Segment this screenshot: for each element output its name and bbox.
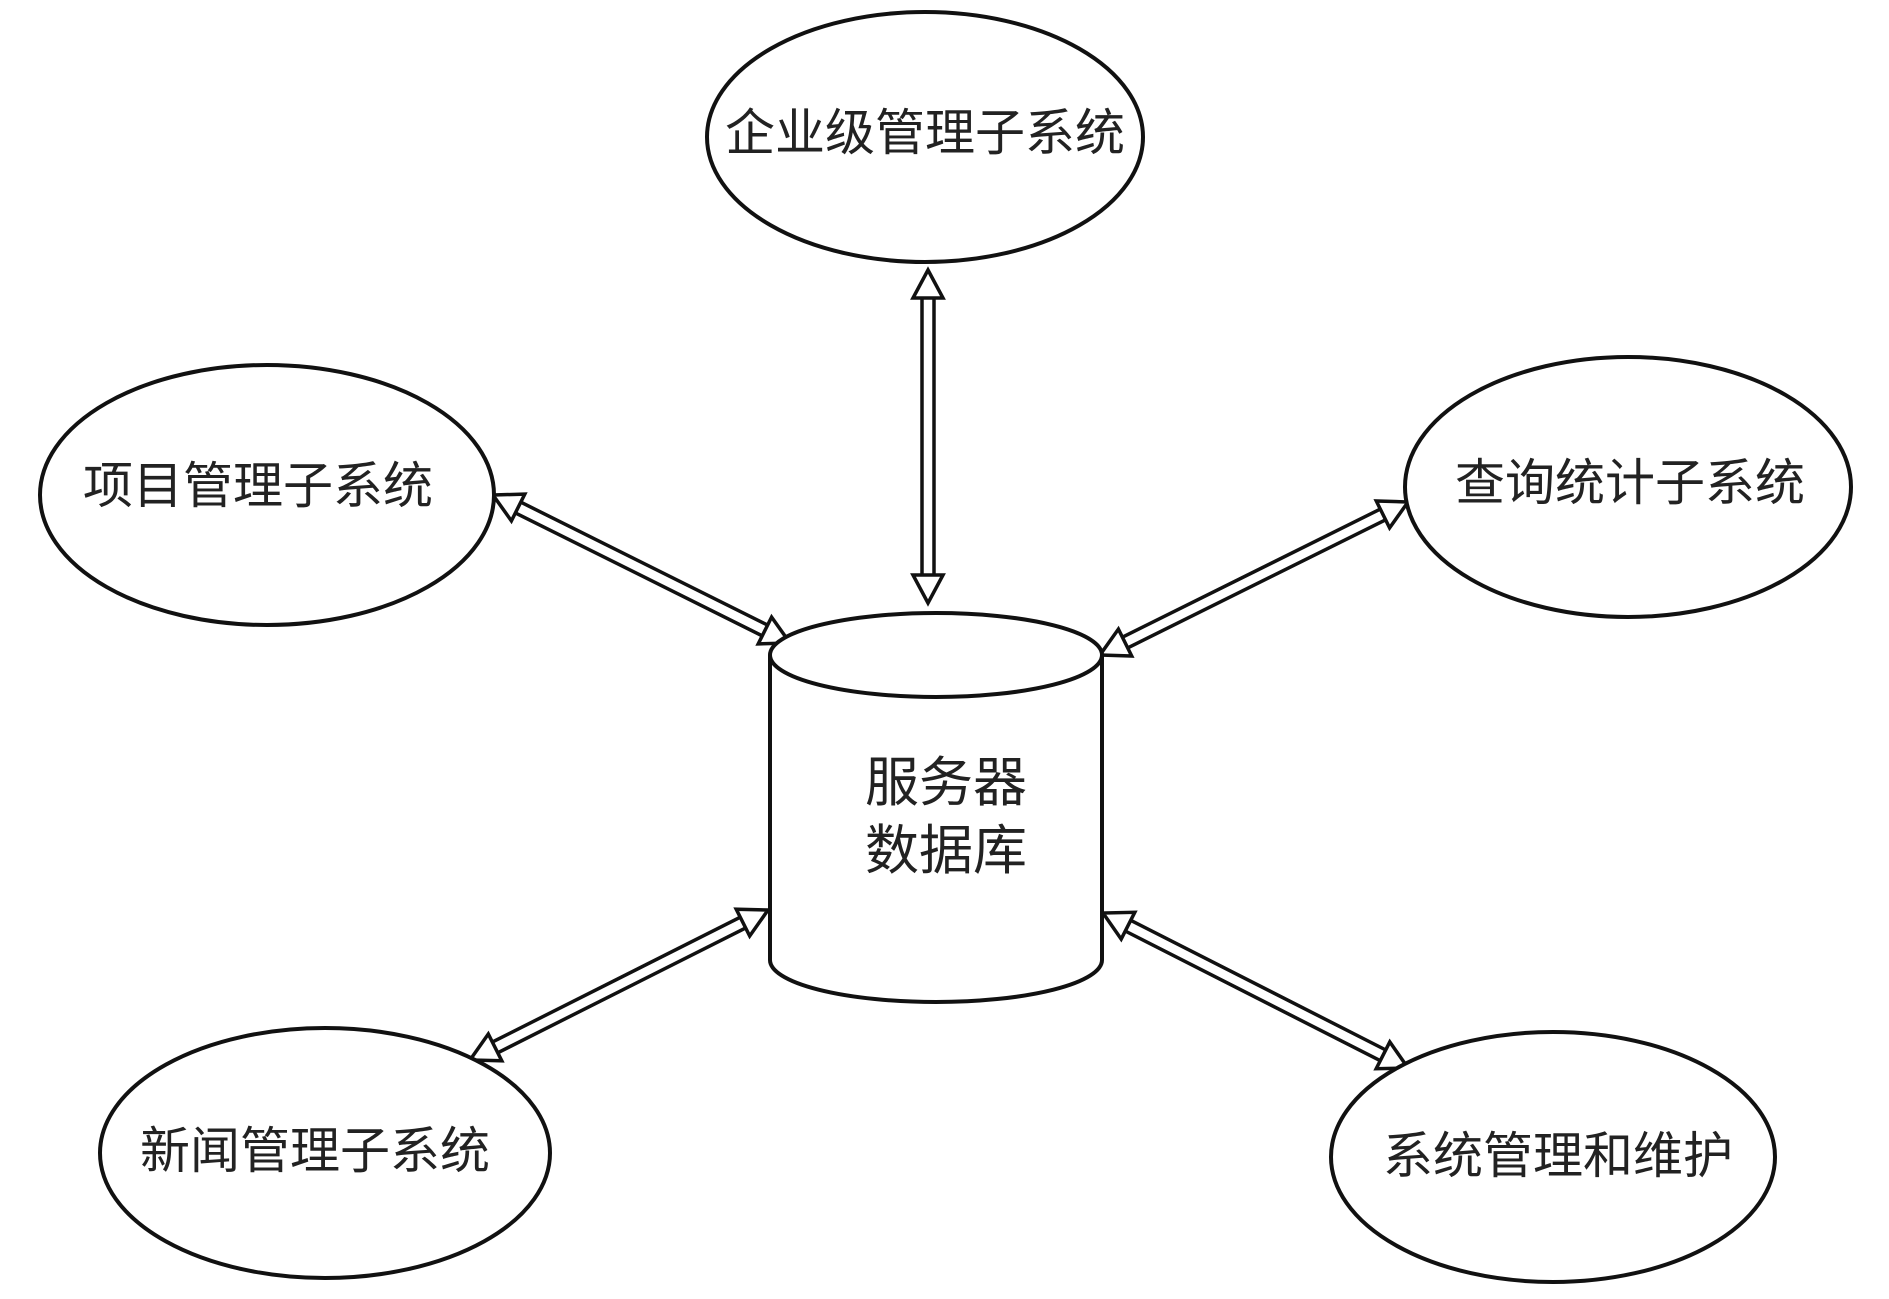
arrow-rail-query-2 [1126, 518, 1387, 650]
node-enterprise-ellipse [705, 10, 1145, 264]
arrowhead-sysmaint-end [1373, 1038, 1412, 1071]
node-project-label: 项目管理子系统 [83, 457, 433, 515]
connection-arrows [466, 266, 1412, 1071]
node-query-ellipse [1403, 355, 1853, 619]
node-sysmaint-subsystem: 系统管理和维护 [1329, 1030, 1777, 1284]
arrow-rail-sysmaint-2 [1124, 929, 1382, 1063]
node-query-label: 查询统计子系统 [1455, 454, 1805, 512]
node-sysmaint-label: 系统管理和维护 [1383, 1127, 1733, 1185]
arrow-rail-news-2 [491, 915, 742, 1044]
node-sysmaint-ellipse [1329, 1030, 1777, 1284]
arrowhead-enterprise-center [910, 573, 946, 607]
arrow-center-news [466, 907, 772, 1063]
arrowhead-news-end [466, 1030, 505, 1063]
node-news-label: 新闻管理子系统 [140, 1122, 490, 1180]
arrowhead-sysmaint-center [1099, 910, 1138, 943]
arrowhead-news-center [733, 907, 772, 940]
database-cylinder-top [768, 611, 1104, 699]
arrow-rail-query-1 [1121, 507, 1382, 639]
arrow-center-query [1096, 499, 1412, 658]
arrow-rail-sysmaint-1 [1129, 918, 1387, 1052]
arrow-rail-project-1 [514, 511, 764, 638]
node-enterprise-label: 企业级管理子系统 [725, 104, 1125, 162]
arrowhead-project-end [489, 492, 528, 525]
node-enterprise-subsystem: 企业级管理子系统 [705, 10, 1145, 264]
node-project-ellipse [38, 363, 496, 627]
arrow-rail-news-1 [496, 926, 747, 1055]
arrowhead-enterprise-end [910, 266, 946, 300]
node-news-subsystem: 新闻管理子系统 [98, 1026, 552, 1280]
arrowhead-query-end [1373, 499, 1412, 532]
database-cylinder-body [768, 655, 1104, 1004]
arrow-center-enterprise [910, 266, 946, 607]
database-label-line1: 服务器 [865, 751, 1027, 814]
arrow-center-sysmaint [1099, 910, 1412, 1071]
arrowhead-query-center [1096, 625, 1135, 658]
node-project-subsystem: 项目管理子系统 [38, 363, 496, 627]
node-news-ellipse [98, 1026, 552, 1280]
database-label-line2: 数据库 [865, 819, 1027, 882]
arrow-center-project [489, 492, 794, 646]
server-database-cylinder: 服务器 数据库 [768, 611, 1104, 1004]
node-query-subsystem: 查询统计子系统 [1403, 355, 1853, 619]
arrow-rail-project-2 [519, 500, 769, 627]
